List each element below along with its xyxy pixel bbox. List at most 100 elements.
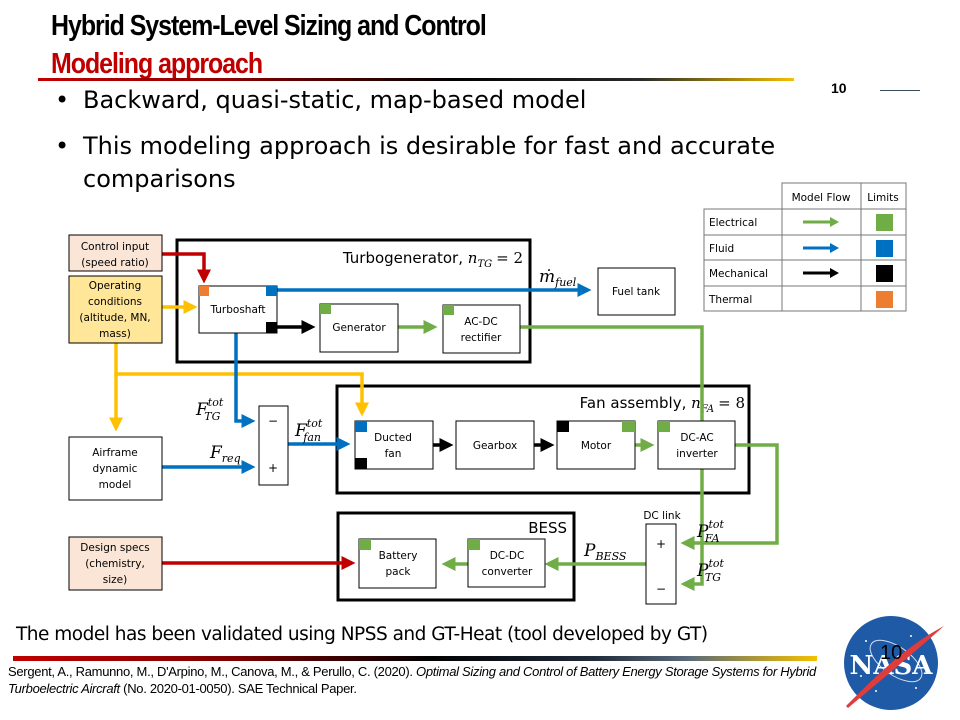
turbogenerator-label: Turbogenerator, nTG= 2 (342, 249, 523, 270)
citation-title: Optimal Sizing and Control of Battery En… (8, 664, 816, 696)
acdc-rectifier-label: AC-DC (464, 316, 498, 328)
bullet-item: Backward, quasi-static, map-based model (55, 84, 843, 117)
bullet-item: This modeling approach is desirable for … (55, 130, 843, 196)
fan-assembly-label: Fan assembly, nFA= 8 (580, 394, 745, 415)
nasa-logo: NASA (844, 616, 944, 710)
control-input-line: (speed ratio) (81, 257, 148, 269)
design-specs-line: Design specs (80, 542, 149, 554)
generator-block (319, 303, 399, 353)
elec-flow-fa-dclink (680, 443, 779, 550)
header-divider (38, 78, 794, 81)
legend-limit-swatch (876, 214, 893, 231)
citation-rest: (No. 2020-01-0050). SAE Technical Paper. (119, 681, 357, 696)
dcac-inverter-label: DC-AC (680, 432, 713, 444)
legend-row-label: Mechanical (709, 268, 768, 280)
ducted-fan-label: fan (385, 448, 402, 460)
fluid-limit-marker (266, 286, 277, 296)
f-req-label: Freq (209, 443, 241, 465)
sum-plus-sign: + (268, 461, 278, 475)
electrical-limit-marker (443, 305, 454, 315)
airframe-block (68, 436, 163, 501)
mechanical-limit-marker (266, 322, 277, 333)
operating-conditions-box (68, 275, 163, 344)
generator-label: Generator (332, 322, 386, 334)
acdc-rectifier-label: rectifier (461, 332, 502, 344)
legend-row: Fluid (709, 240, 893, 257)
bess-label: BESS (528, 519, 567, 537)
legend-row: Thermal (708, 291, 893, 308)
electrical-limit-marker (320, 304, 331, 314)
slide-title: Hybrid System-Level Sizing and Control (51, 10, 487, 42)
electrical-limit-marker (468, 539, 480, 550)
legend-row-label: Fluid (709, 243, 734, 255)
p-bess-label: PBESS (583, 541, 627, 563)
legend-row-label: Thermal (708, 294, 752, 306)
battery-pack-block (358, 538, 437, 589)
turboshaft-block (198, 285, 278, 334)
legend-limit-swatch (876, 265, 893, 282)
thrust-tg-flow (234, 333, 256, 428)
dc-link-plus-sign: + (656, 537, 666, 551)
validation-note: The model has been validated using NPSS … (16, 624, 708, 645)
ducted-fan-label: Ducted (374, 432, 412, 444)
electrical-limit-marker (622, 421, 635, 432)
legend-limit-swatch (876, 291, 893, 308)
operating-flow-fan (114, 343, 369, 417)
footer-divider (13, 656, 817, 661)
motor-label: Motor (581, 440, 612, 452)
design-specs-line: size) (103, 574, 127, 586)
dcdc-converter-label: DC-DC (490, 550, 525, 562)
dcdc-converter-block (467, 538, 546, 588)
design-specs-line: (chemistry, (85, 558, 145, 570)
control-input-box (68, 234, 163, 272)
airframe-label: model (99, 479, 132, 491)
dcac-inverter-label: inverter (676, 448, 718, 460)
citation: Sergent, A., Ramunno, M., D'Arpino, M., … (8, 663, 828, 697)
mechanical-limit-marker (355, 458, 367, 469)
dc-link-minus-sign: − (656, 582, 666, 596)
operating-conditions-line: (altitude, MN, (79, 312, 150, 324)
fuel-tank-label: Fuel tank (612, 286, 661, 298)
bullet-list: Backward, quasi-static, map-based model … (55, 84, 843, 209)
legend-limit-swatch (876, 240, 893, 257)
legend-arrow-head (830, 268, 839, 278)
m-fuel-label: ṁfuel (539, 267, 577, 289)
legend-row: Electrical (709, 214, 893, 231)
mechanical-limit-marker (557, 421, 569, 432)
dcac-inverter-block (657, 420, 736, 470)
operating-conditions-line: conditions (88, 296, 142, 308)
dcdc-converter-label: converter (482, 566, 533, 578)
fluid-limit-marker (355, 421, 367, 432)
legend-arrow-head (830, 243, 839, 253)
gearbox-block (455, 420, 535, 470)
design-specs-box (68, 536, 163, 591)
sum-minus-sign: − (268, 414, 278, 428)
dc-link-label: DC link (643, 510, 681, 522)
legend-row: Mechanical (709, 265, 893, 282)
legend-arrow-head (830, 217, 839, 227)
ducted-fan-block (354, 420, 434, 470)
overlay-slide-number: 10 (880, 642, 903, 664)
fuel-tank-block (597, 267, 676, 316)
bess-group (336, 511, 576, 602)
electrical-limit-marker (359, 539, 371, 550)
legend-row-label: Electrical (709, 217, 757, 229)
legend-table: Model Flow Limits ElectricalFluidMechani… (703, 182, 907, 312)
thermal-limit-marker (199, 286, 209, 296)
control-input-line: Control input (81, 241, 149, 253)
legend-header-flow: Model Flow (792, 192, 851, 204)
battery-pack-label: Battery (379, 550, 418, 562)
thrust-summing-junction (258, 405, 289, 486)
operating-conditions-line: Operating (89, 280, 142, 292)
airframe-label: Airframe (92, 447, 138, 459)
gearbox-label: Gearbox (473, 440, 517, 452)
turbogenerator-group (175, 238, 532, 364)
electrical-limit-marker (658, 421, 670, 432)
dc-link-block (645, 523, 677, 605)
slide-subtitle: Modeling approach (51, 48, 263, 80)
citation-authors: Sergent, A., Ramunno, M., D'Arpino, M., … (8, 664, 417, 679)
